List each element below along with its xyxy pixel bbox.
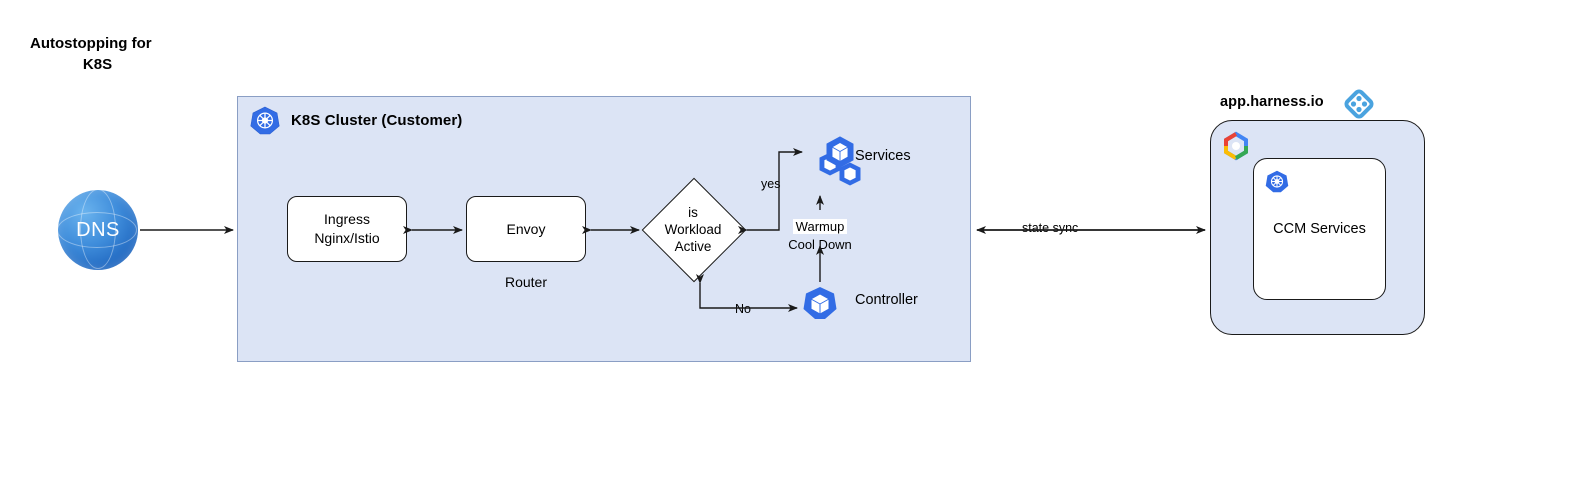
workload-active-decision[interactable]: is Workload Active	[641, 177, 747, 283]
controller-node[interactable]	[802, 286, 838, 320]
warmup-cooldown-label: Warmup Cool Down	[784, 218, 856, 254]
page-title-line1: Autostopping for	[30, 35, 152, 52]
edge-label-yes: yes	[761, 177, 781, 191]
envoy-label: Envoy	[506, 220, 546, 237]
page-title: Autostopping for K8S	[30, 33, 270, 75]
state-sync-label: state sync	[1019, 221, 1082, 235]
envoy-box[interactable]: Envoy	[466, 196, 586, 262]
harness-logo-icon	[1343, 88, 1375, 120]
ingress-box[interactable]: Ingress Nginx/Istio	[287, 196, 407, 262]
page-title-line2: K8S	[82, 56, 113, 73]
dns-label: DNS	[76, 218, 120, 241]
globe-icon	[58, 190, 138, 270]
cluster-header: K8S Cluster (Customer)	[250, 106, 462, 135]
services-node[interactable]	[806, 136, 868, 198]
kubernetes-pods-icon	[819, 136, 861, 186]
kubernetes-icon	[1265, 170, 1289, 193]
cooldown-text: Cool Down	[788, 237, 852, 252]
controller-label: Controller	[855, 292, 918, 308]
dns-node[interactable]: DNS	[58, 190, 138, 270]
warmup-text: Warmup	[792, 219, 848, 234]
services-label: Services	[855, 148, 911, 164]
harness-title: app.harness.io	[1220, 94, 1324, 110]
kubernetes-pod-icon	[803, 287, 837, 319]
decision-label: is Workload Active	[664, 204, 722, 254]
google-cloud-icon	[1222, 131, 1250, 161]
router-label: Router	[504, 274, 548, 290]
ccm-services-label: CCM Services	[1273, 221, 1366, 237]
cluster-title: K8S Cluster (Customer)	[291, 112, 463, 129]
ingress-label: Ingress Nginx/Istio	[314, 211, 380, 246]
edge-label-no: No	[733, 302, 753, 316]
kubernetes-icon	[250, 106, 280, 135]
